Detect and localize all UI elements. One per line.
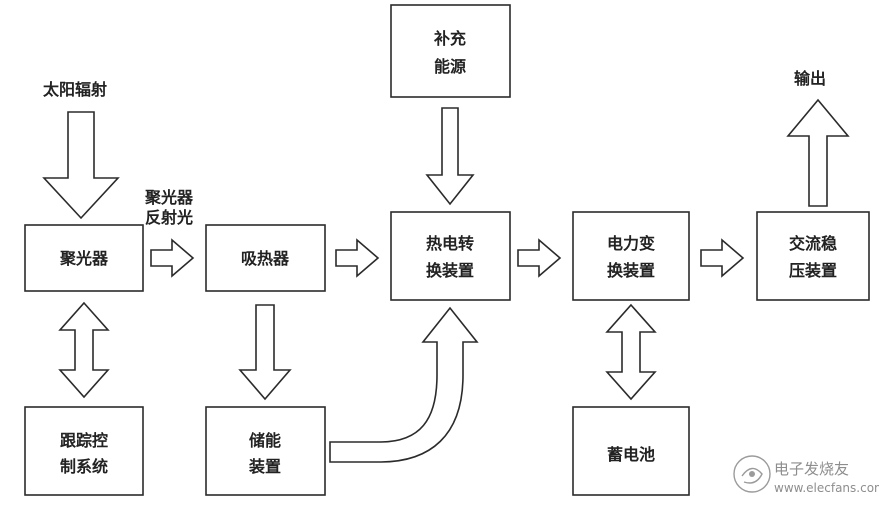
elecfans-logo-icon bbox=[733, 455, 771, 493]
thermoelectric-converter-box: 热电转 换装置 bbox=[390, 211, 511, 301]
arrow-absorber-to-thermoelectric bbox=[335, 238, 380, 278]
output-label: 输出 bbox=[794, 69, 826, 88]
arrow-power-to-ac bbox=[700, 238, 745, 278]
solar-radiation-down-arrow bbox=[42, 111, 120, 220]
concentrator-box: 聚光器 bbox=[24, 224, 144, 292]
elecfans-watermark: 电子发烧友 www.elecfans.com bbox=[733, 455, 879, 495]
supplementary-energy-box: 补充 能源 bbox=[390, 4, 511, 98]
tracking-control-label-line1: 跟踪控 bbox=[60, 431, 108, 450]
concentrated-light-label-line2: 反射光 bbox=[145, 208, 193, 227]
supplementary-energy-label-line1: 补充 bbox=[433, 29, 466, 48]
arrow-concentrator-to-absorber bbox=[150, 238, 195, 278]
watermark-url: www.elecfans.com bbox=[774, 481, 879, 495]
power-converter-label-line1: 电力变 bbox=[607, 234, 655, 253]
tracking-control-box: 跟踪控 制系统 bbox=[24, 406, 144, 496]
arrow-supplementary-to-thermoelectric bbox=[425, 107, 475, 206]
ac-stabilizer-label-line1: 交流稳 bbox=[789, 234, 837, 253]
double-arrow-concentrator-tracking bbox=[58, 301, 110, 399]
double-arrow-power-battery bbox=[605, 303, 657, 401]
ac-stabilizer-label-line2: 压装置 bbox=[789, 261, 837, 280]
arrow-absorber-to-storage bbox=[238, 304, 292, 401]
arrow-thermoelectric-to-power bbox=[517, 238, 562, 278]
power-converter-label-line2: 换装置 bbox=[607, 261, 655, 280]
heat-absorber-box: 吸热器 bbox=[205, 224, 326, 292]
heat-absorber-label: 吸热器 bbox=[241, 249, 290, 268]
concentrated-light-label-line1: 聚光器 bbox=[144, 188, 194, 207]
storage-label-line2: 装置 bbox=[248, 457, 281, 476]
arrow-ac-to-output bbox=[786, 98, 850, 207]
thermoelectric-label-line1: 热电转 bbox=[426, 234, 474, 253]
watermark-brand: 电子发烧友 bbox=[774, 460, 849, 478]
supplementary-energy-label-line2: 能源 bbox=[434, 57, 466, 76]
ac-stabilizer-box: 交流稳 压装置 bbox=[756, 211, 870, 301]
storage-box: 储能 装置 bbox=[205, 406, 326, 496]
concentrator-label: 聚光器 bbox=[59, 249, 109, 268]
battery-label: 蓄电池 bbox=[607, 445, 655, 464]
tracking-control-label-line2: 制系统 bbox=[60, 457, 108, 476]
battery-box: 蓄电池 bbox=[572, 406, 690, 496]
thermoelectric-label-line2: 换装置 bbox=[426, 261, 474, 280]
curved-arrow-storage-to-thermoelectric bbox=[329, 306, 479, 463]
power-converter-box: 电力变 换装置 bbox=[572, 211, 690, 301]
solar-radiation-label: 太阳辐射 bbox=[42, 80, 107, 99]
storage-label-line1: 储能 bbox=[248, 431, 281, 450]
